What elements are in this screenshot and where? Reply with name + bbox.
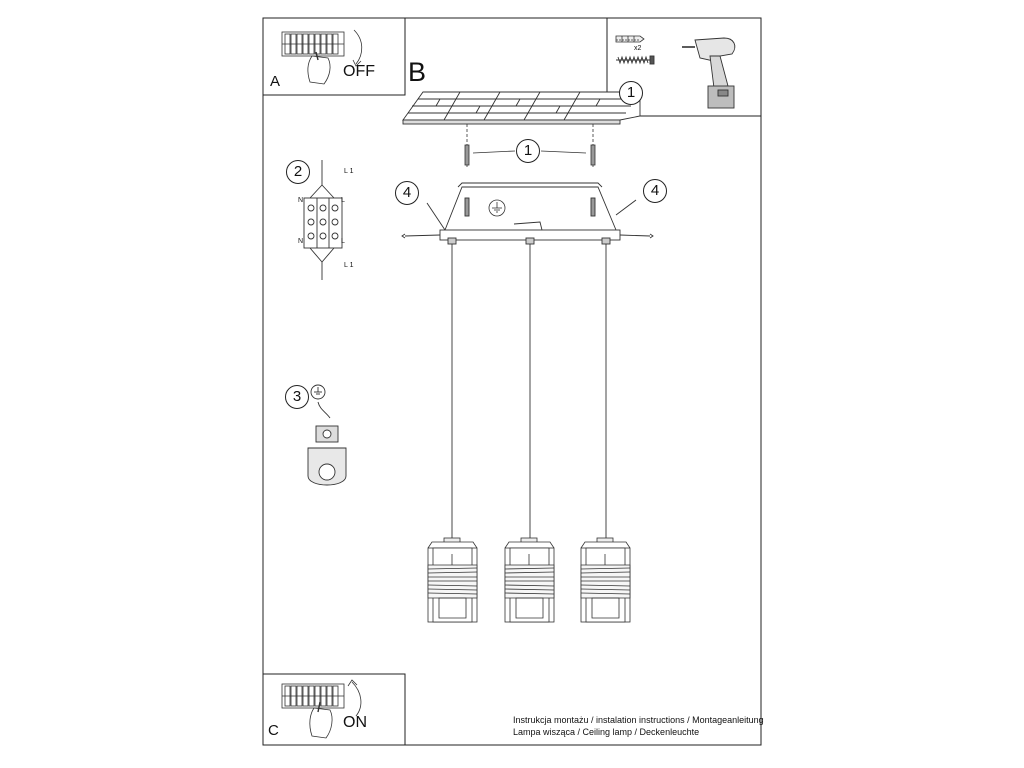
pendant-shade-icon — [504, 537, 555, 623]
tools-box — [606, 17, 762, 117]
ground-icon — [310, 384, 326, 400]
wire-label-l-2: L — [341, 238, 345, 245]
switch-on-icon — [281, 679, 362, 739]
ground-icon — [488, 199, 506, 217]
switch-off-icon — [281, 29, 363, 85]
drill-icon — [682, 37, 736, 109]
panel-a-box — [262, 17, 406, 96]
dowel-icon — [615, 35, 645, 43]
dowel-quantity: x2 — [634, 45, 642, 52]
pendant-shade-icon — [427, 537, 478, 623]
wire-label-l-1: L — [341, 197, 345, 204]
caption: Instrukcja montażu / instalation instruc… — [513, 714, 764, 738]
ceiling-icon — [402, 91, 641, 125]
callout-screws: 1 — [516, 139, 540, 163]
caption-line-2: Lampa wisząca / Ceiling lamp / Deckenleu… — [513, 727, 700, 737]
page-frame — [262, 17, 762, 746]
wire-label-n-2: N — [298, 238, 304, 245]
caption-line-1: Instrukcja montażu / instalation instruc… — [513, 715, 764, 725]
wire-connector-icon — [303, 160, 343, 280]
callout-cover-left: 4 — [395, 181, 419, 205]
pendant-shade-icon — [580, 537, 631, 623]
callout-wiring: 2 — [286, 160, 310, 184]
panel-c-letter: C — [268, 722, 279, 739]
panel-a-letter: A — [270, 73, 281, 90]
screw-icon — [616, 55, 655, 65]
panel-b-letter: B — [408, 57, 427, 87]
pendant-cords — [451, 244, 607, 540]
switch-off-label: OFF — [343, 63, 375, 80]
panel-c-box — [262, 673, 406, 746]
switch-on-label: ON — [343, 714, 367, 731]
ground-clip — [307, 425, 347, 486]
callout-tools: 1 — [619, 81, 643, 105]
callout-cover-right: 4 — [643, 179, 667, 203]
wire-label-n-1: N — [298, 197, 304, 204]
callout-ground: 3 — [285, 385, 309, 409]
wire-label-l1-top: L 1 — [344, 168, 354, 175]
mounting-screws — [464, 124, 596, 168]
canopy — [401, 182, 654, 245]
wire-label-l1-bottom: L 1 — [344, 262, 354, 269]
